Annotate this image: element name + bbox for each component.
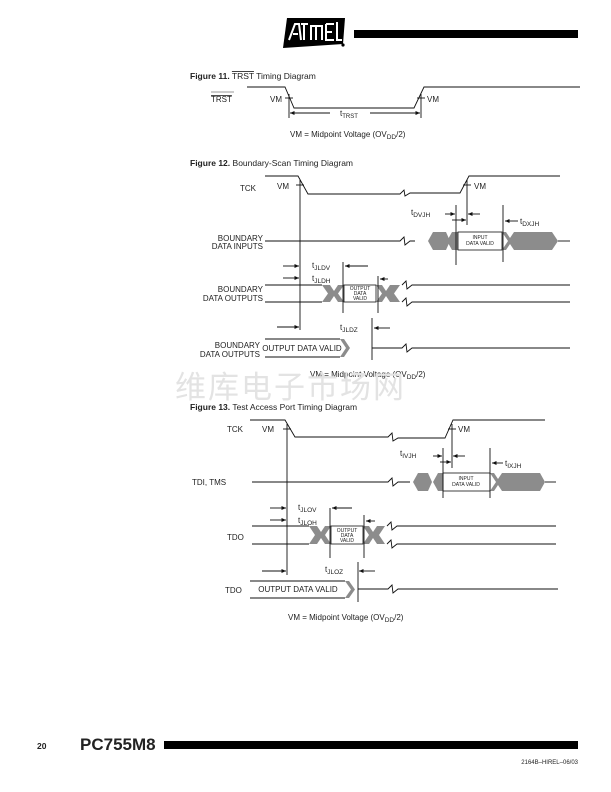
output-valid-text: VALID [353, 296, 367, 302]
timing-label-dxjh: tDXJH [520, 217, 540, 228]
vm-label: VM [427, 95, 439, 104]
document-code: 2164B–HIREL–06/03 [521, 760, 578, 766]
vm-note: VM = Midpoint Voltage (OVDD/2) [310, 370, 426, 381]
vm-label: VM [270, 95, 282, 104]
trst-waveform [247, 86, 580, 109]
figure-title: Boundary-Scan Timing Diagram [233, 158, 353, 168]
signal-label: BOUNDARY [215, 341, 261, 350]
output-data-valid-text: OUTPUT DATA VALID [262, 344, 342, 353]
timing-label-jloz: tJLOZ [325, 565, 343, 576]
signal-label: DATA OUTPUTS [203, 294, 263, 303]
figure-11: Figure 11. TRST Timing Diagram TRST VM V… [190, 71, 580, 141]
signal-label-tck: TCK [227, 425, 244, 434]
figure-12: Figure 12. Boundary-Scan Timing Diagram … [190, 158, 570, 381]
output-valid-text: OUTPUT [350, 286, 371, 292]
input-valid-text: DATA VALID [466, 241, 494, 247]
footer-bar [164, 741, 578, 749]
svg-text:Figure 12. Boundary-Scan Timin: Figure 12. Boundary-Scan Timing Diagram [190, 158, 353, 168]
vm-label: VM [474, 182, 486, 191]
timing-label-jloh: tJLOH [298, 516, 317, 527]
timing-label-jlov: tJLOV [298, 503, 317, 514]
signal-label: BOUNDARY [218, 285, 264, 294]
input-valid-text: INPUT [459, 476, 474, 482]
figure-title-overline: TRST [232, 71, 254, 81]
signal-label-tdo: TDO [227, 533, 244, 542]
watermark: 维库电子市场网 [175, 370, 406, 406]
vm-note: VM = Midpoint Voltage (OVDD/2) [288, 613, 404, 624]
figure-title: Test Access Port Timing Diagram [232, 402, 357, 412]
output-valid-text: DATA [354, 291, 367, 297]
svg-text:Figure 11. TRST Timing Diagram: Figure 11. TRST Timing Diagram [190, 71, 316, 81]
input-valid-text: INPUT [473, 235, 488, 241]
figure-title: Timing Diagram [254, 71, 316, 81]
figure-label: Figure 13. [190, 402, 230, 412]
signal-label: DATA INPUTS [212, 242, 263, 251]
svg-text:Figure 13. Test Access Port Ti: Figure 13. Test Access Port Timing Diagr… [190, 402, 357, 412]
output-valid-text: VALID [340, 538, 354, 544]
header-bar [354, 30, 578, 38]
output-valid-text: OUTPUT [337, 528, 358, 534]
signal-label-tdo: TDO [225, 586, 242, 595]
tck-waveform [265, 175, 560, 197]
timing-label-jldv: tJLDV [312, 261, 331, 272]
timing-label-ivjh: tIVJH [400, 449, 417, 460]
timing-label-trst: tTRST [340, 109, 358, 120]
timing-label-jldh: tJLDH [312, 274, 331, 285]
tck-waveform [250, 419, 545, 442]
vm-label: VM [458, 425, 470, 434]
timing-label-ixjh: tIXJH [505, 459, 522, 470]
timing-label-jldz: tJLDZ [340, 323, 358, 334]
figure-13: Figure 13. Test Access Port Timing Diagr… [190, 402, 558, 624]
signal-label: DATA OUTPUTS [200, 350, 260, 359]
timing-label-dvjh: tDVJH [411, 208, 431, 219]
vm-label: VM [262, 425, 274, 434]
signal-label: BOUNDARY [218, 234, 264, 243]
page-number: 20 [37, 741, 47, 751]
figure-label: Figure 12. [190, 158, 230, 168]
figure-label: Figure 11. [190, 71, 230, 81]
signal-label-trst: TRST [211, 95, 232, 104]
input-valid-text: DATA VALID [452, 482, 480, 488]
vm-label: VM [277, 182, 289, 191]
product-name: PC755M8 [80, 735, 156, 754]
atmel-logo [283, 18, 345, 48]
signal-label-tdi-tms: TDI, TMS [192, 478, 226, 487]
output-data-valid-text: OUTPUT DATA VALID [258, 585, 338, 594]
vm-note: VM = Midpoint Voltage (OVDD/2) [290, 130, 406, 141]
output-valid-text: DATA [341, 533, 354, 539]
signal-label-tck: TCK [240, 184, 257, 193]
